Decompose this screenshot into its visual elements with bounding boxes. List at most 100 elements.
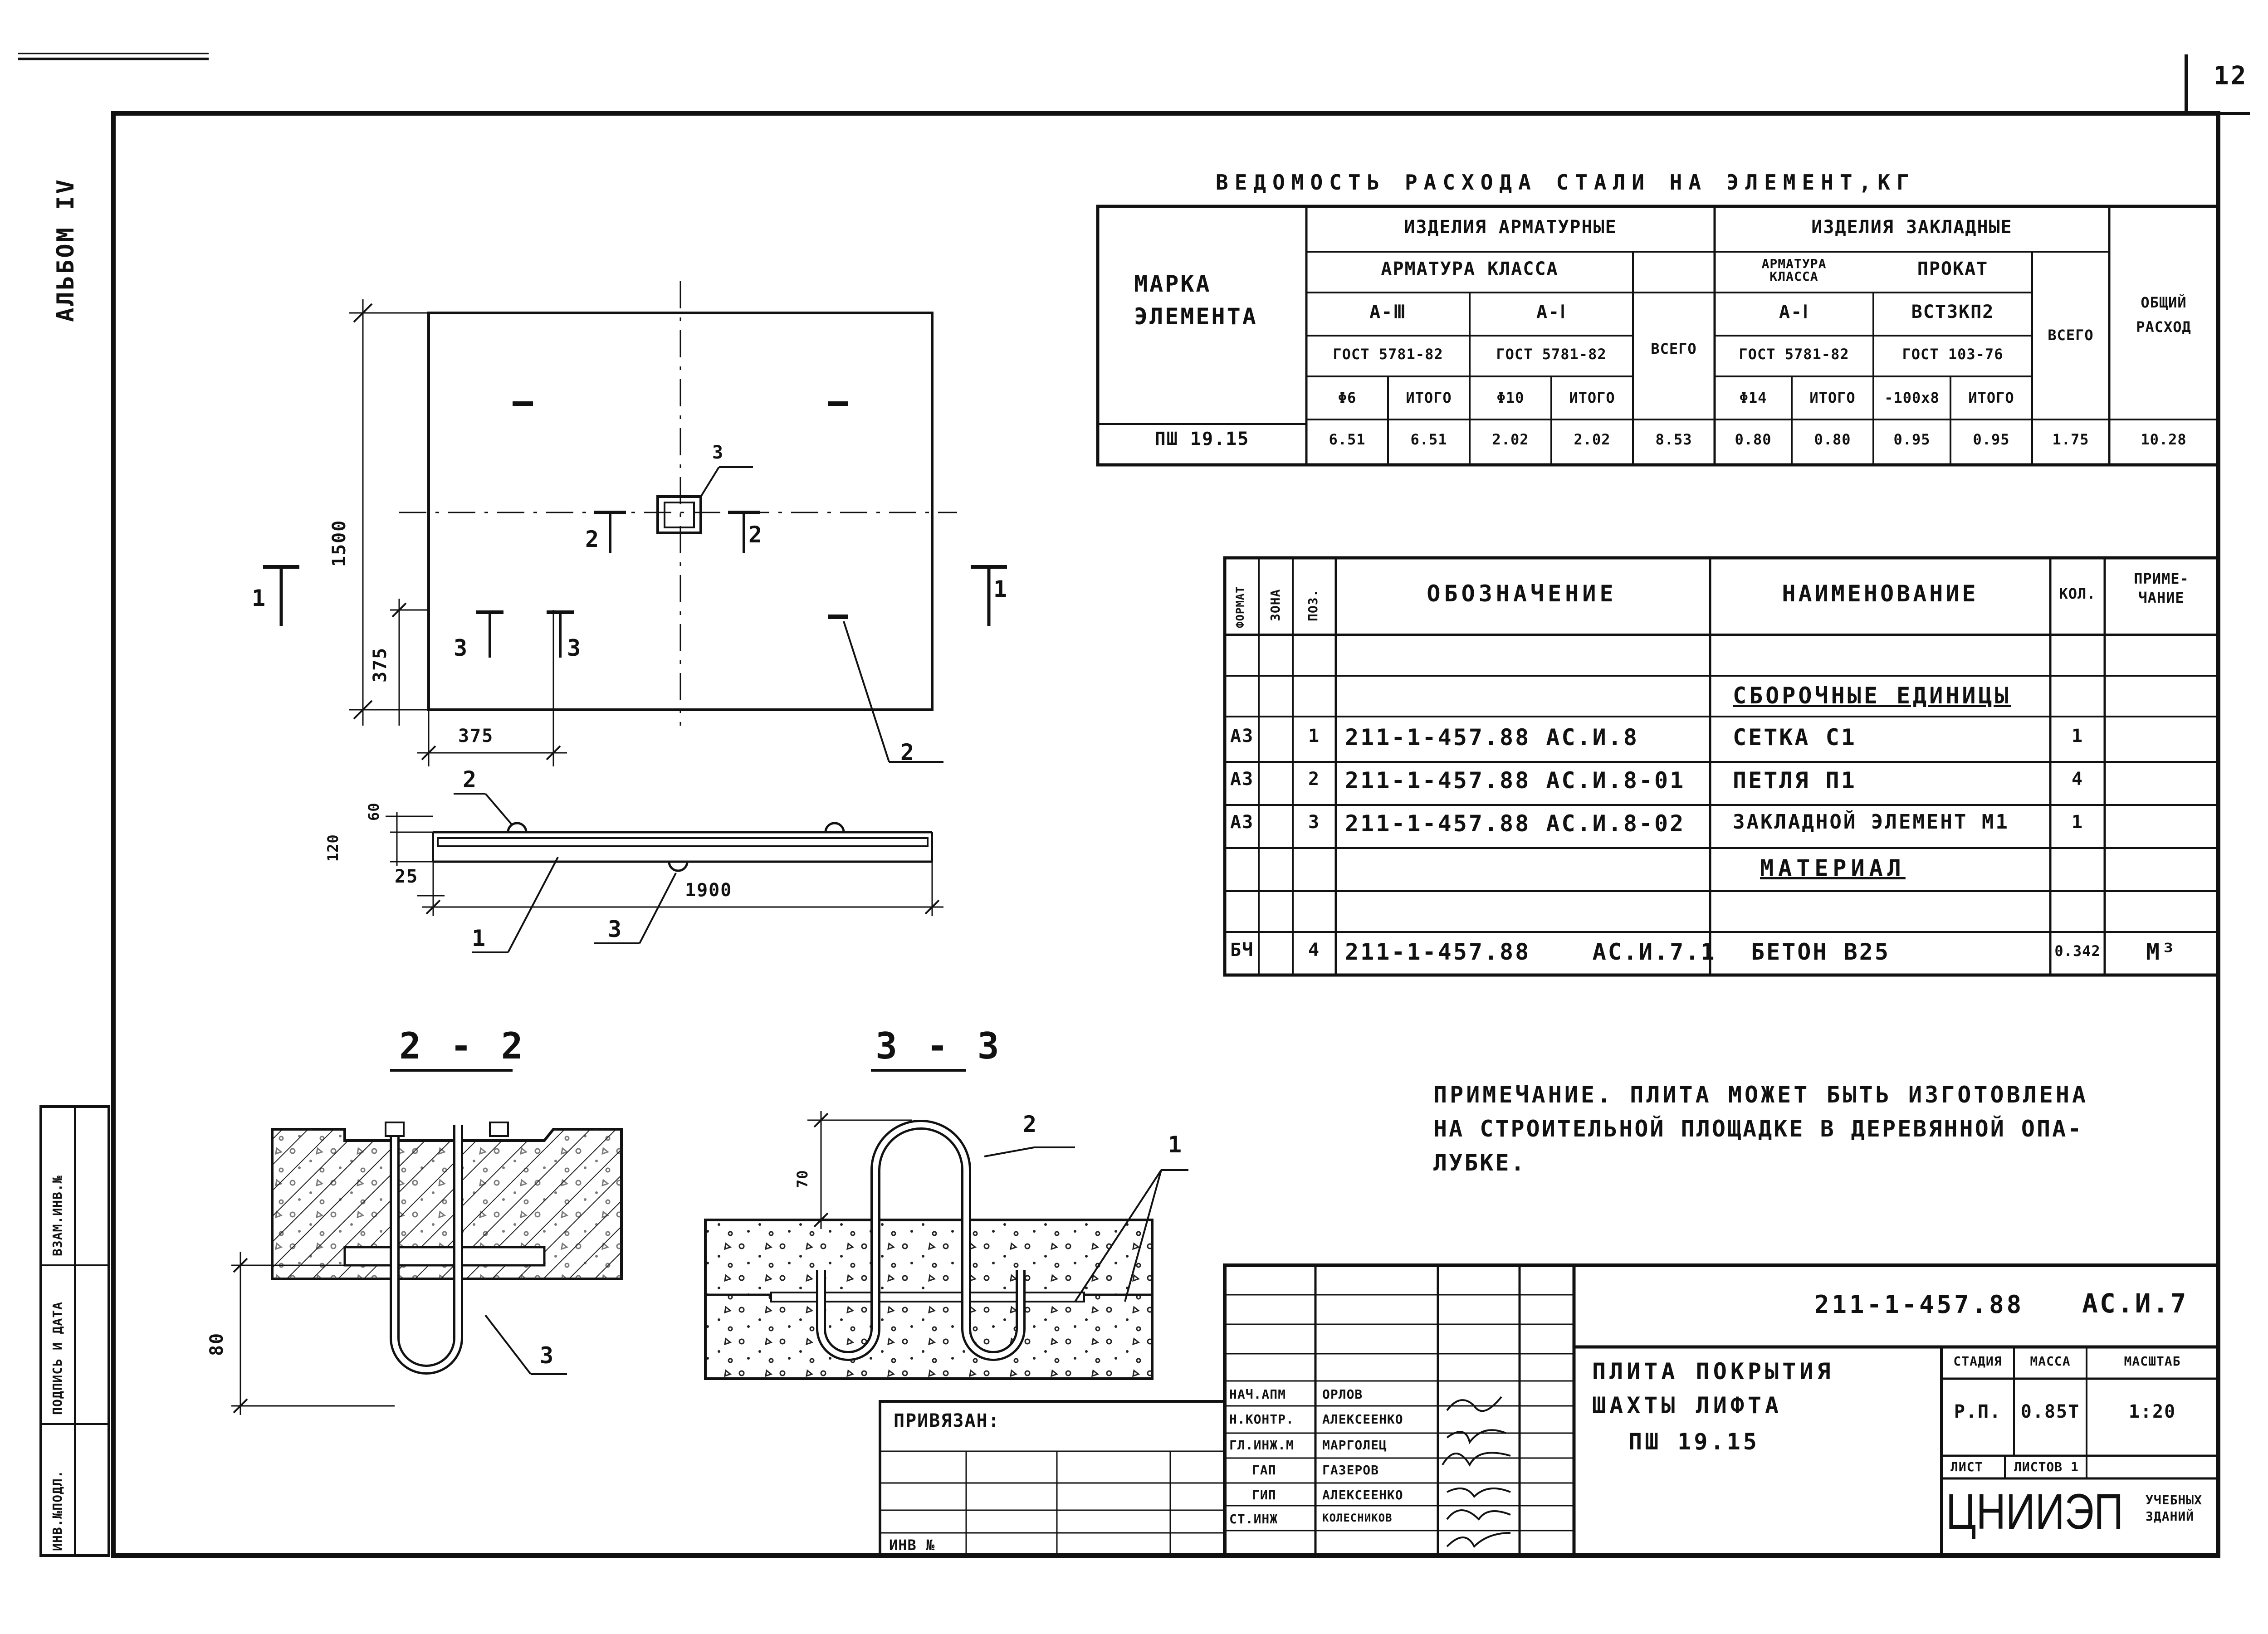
cut-2-left: 2 (585, 526, 601, 552)
rebar-products-header: ИЗДЕЛИЯ АРМАТУРНЫЕ (1404, 217, 1617, 238)
cut-2-right: 2 (748, 522, 764, 548)
section-2-2-title: 2 - 2 (399, 1025, 527, 1067)
album-label: АЛЬБОМ IV (52, 178, 79, 322)
role-label: НАЧ.АПМ (1229, 1387, 1286, 1402)
spec-row-name: БЕТОН В25 (1751, 939, 1890, 965)
dia-14: Φ14 (1739, 389, 1767, 406)
spec-h-note: ПРИМЕ- ЧАНИЕ (2134, 570, 2189, 606)
section-3-3-title: 3 - 3 (875, 1025, 1003, 1067)
side-pos-3: 3 (608, 916, 624, 942)
org-sub: УЧЕБНЫХ ЗДАНИЙ (2146, 1493, 2203, 1524)
spec-row-designation: 211-1-457.88 АС.И.8-01 (1345, 767, 1686, 794)
title-line-3: ПШ 19.15 (1628, 1429, 1760, 1455)
spec-row-format: БЧ (1230, 940, 1254, 961)
steel-row-cell: 0.80 (1735, 431, 1772, 448)
gost-a1: ГОСТ 5781-82 (1496, 346, 1607, 363)
role-label: СТ.ИНЖ (1229, 1512, 1278, 1527)
gost-a3: ГОСТ 5781-82 (1333, 346, 1443, 363)
s33-pos-1: 1 (1168, 1132, 1184, 1158)
role-label: Н.КОНТР. (1229, 1412, 1294, 1427)
stamp-sign-label: ПОДПИСЬ И ДАТА (50, 1301, 65, 1415)
spec-row-note: М³ (2146, 939, 2177, 965)
steel-row-cell: 6.51 (1410, 431, 1447, 448)
dia-6: Φ6 (1338, 389, 1357, 406)
person-name: ОРЛОВ (1322, 1387, 1363, 1402)
spec-section-materials: МАТЕРИАЛ (1760, 855, 1906, 881)
section-3-3 (704, 1069, 1188, 1380)
spec-row-qty: 0.342 (2054, 942, 2101, 960)
spec-h-pos: ПОЗ. (1305, 589, 1320, 621)
steel-mark-header: МАРКА ЭЛЕМЕНТА (1134, 271, 1258, 330)
dim-25: 25 (395, 866, 419, 887)
itogo-1: ИТОГО (1406, 389, 1452, 406)
dim-120: 120 (324, 834, 342, 862)
total-rebar: ВСЕГО (1651, 340, 1697, 357)
side-view (386, 793, 943, 953)
spec-h-format: ФОРМАТ (1234, 586, 1246, 628)
side-pos-2: 2 (463, 766, 479, 793)
steel-consumption-table (1096, 205, 2220, 467)
role-label: ГИП (1252, 1488, 1276, 1502)
gost-a1-embedded: ГОСТ 5781-82 (1739, 346, 1849, 363)
inv-label: ИНВ № (889, 1536, 935, 1554)
role-label: ГЛ.ИНЖ.М (1229, 1438, 1294, 1453)
sheet-label: ЛИСТ (1950, 1459, 1983, 1474)
steel-row-cell: 1.75 (2052, 431, 2089, 448)
total-embedded: ВСЕГО (2048, 327, 2094, 344)
overall-consumption: ОБЩИЙ РАСХОД (2136, 294, 2191, 336)
spec-row-format: А3 (1230, 769, 1254, 790)
embedded-products-header: ИЗДЕЛИЯ ЗАКЛАДНЫЕ (1811, 217, 2013, 238)
steel-row-mark: ПШ 19.15 (1154, 429, 1250, 449)
cut-3-right: 3 (567, 635, 583, 661)
steel-row-cell: 2.02 (1492, 431, 1529, 448)
spec-section-assembly: СБОРОЧНЫЕ ЕДИНИЦЫ (1733, 683, 2011, 709)
note-line-3: ЛУБКЕ. (1433, 1150, 1526, 1176)
steel-row-cell: 6.51 (1329, 431, 1366, 448)
cut-3-left: 3 (454, 635, 469, 661)
stage-header: СТАДИЯ (1953, 1354, 2002, 1369)
org-logo: ЦНИИЭП (1946, 1484, 2124, 1540)
privyazan-label: ПРИВЯЗАН: (894, 1410, 1000, 1431)
steel-row-cell: 0.80 (1814, 431, 1851, 448)
note-line-1: ПРИМЕЧАНИЕ. ПЛИТА МОЖЕТ БЫТЬ ИЗГОТОВЛЕНА (1433, 1082, 2089, 1108)
dim-1500: 1500 (329, 519, 350, 567)
steel-table-title: ВЕДОМОСТЬ РАСХОДА СТАЛИ НА ЭЛЕМЕНТ,КГ (1216, 170, 1916, 195)
plan-pos-2: 2 (900, 739, 916, 766)
person-name: АЛЕКСЕЕНКО (1322, 1488, 1403, 1502)
itogo-4: ИТОГО (1968, 389, 2014, 406)
spec-row-name: ПЕТЛЯ П1 (1733, 767, 1857, 794)
spec-h-designation: ОБОЗНАЧЕНИЕ (1427, 580, 1617, 607)
class-a1-embedded: А-Ⅰ (1779, 302, 1809, 322)
steel-row-cell: 0.95 (1893, 431, 1931, 448)
spec-row-qty: 4 (2071, 769, 2084, 790)
dim-70: 70 (794, 1170, 811, 1188)
side-pos-1: 1 (472, 925, 488, 951)
s22-pos-3: 3 (540, 1342, 556, 1369)
s33-pos-2: 2 (1023, 1111, 1039, 1137)
sheets-label: ЛИСТОВ 1 (2014, 1459, 2079, 1474)
dim-375-horizontal: 375 (458, 726, 494, 746)
rebar-class-header: АРМАТУРА КЛАССА (1381, 259, 1559, 279)
spec-row-qty: 1 (2071, 726, 2084, 746)
steel-row-cell: 2.02 (1574, 431, 1611, 448)
plan-view (263, 281, 1007, 766)
strip-size: -100х8 (1884, 389, 1940, 406)
cut-1-left: 1 (252, 585, 268, 611)
dim-375-vertical: 375 (370, 647, 391, 683)
title-block (879, 1263, 2220, 1557)
doc-code: 211-1-457.88 (1814, 1290, 2024, 1319)
dim-80: 80 (206, 1332, 227, 1356)
page-number: 12 (2214, 61, 2248, 91)
sheet-code: АС.И.7 (2082, 1288, 2188, 1319)
person-name: КОЛЕСНИКОВ (1322, 1512, 1393, 1524)
spec-row-designation: 211-1-457.88 АС.И.7.1 (1345, 939, 1716, 965)
role-label: ГАП (1252, 1463, 1276, 1478)
spec-row-designation: 211-1-457.88 АС.И.8 (1345, 724, 1639, 751)
steel-row-cell: 8.53 (1655, 431, 1692, 448)
spec-h-qty: КОЛ. (2059, 585, 2096, 602)
mass-header: МАССА (2030, 1354, 2071, 1369)
dim-60: 60 (365, 802, 382, 821)
spec-row-pos: 1 (1308, 726, 1320, 746)
plan-pos-3: 3 (712, 442, 724, 463)
